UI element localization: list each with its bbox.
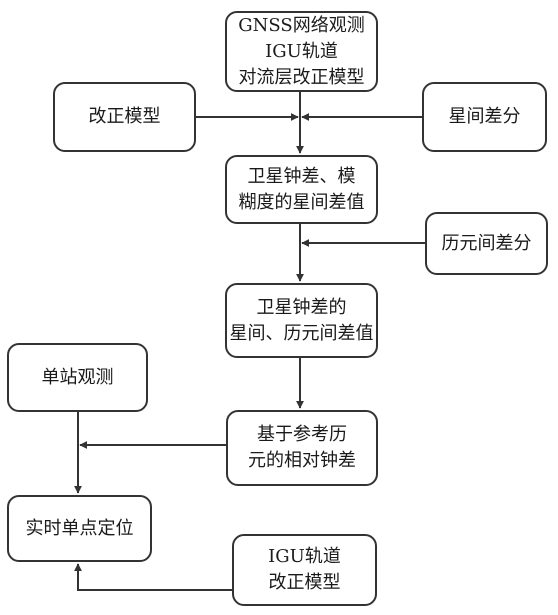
node-line: 单站观测 [41, 366, 114, 388]
node-line: 实时单点定位 [25, 517, 134, 539]
arrow-igu-to-ppp [74, 563, 232, 591]
node-line: 糊度的星间差值 [238, 191, 365, 213]
node-line: 基于参考历 [257, 424, 347, 445]
node-line: 元的相对钟差 [248, 450, 356, 471]
node-line: GNSS网络观测 [238, 14, 365, 36]
node-single-station: 单站观测 [7, 343, 148, 412]
node-line: 历元间差分 [441, 232, 532, 254]
node-line: 改正模型 [268, 572, 341, 593]
node-line: 卫星钟差的 [256, 296, 347, 318]
node-line: 卫星钟差、模 [247, 165, 356, 187]
node-epoch-difference: 历元间差分 [425, 212, 548, 275]
node-igu-correction-model: IGU轨道 改正模型 [232, 534, 377, 606]
node-realtime-ppp: 实时单点定位 [7, 495, 152, 562]
node-line: IGU轨道 [265, 40, 338, 62]
node-satellite-difference: 星间差分 [422, 82, 547, 152]
node-satellite-clock-ambiguity: 卫星钟差、模 糊度的星间差值 [225, 155, 378, 224]
node-line: 星间、历元间差值 [229, 322, 374, 344]
node-correction-model: 改正模型 [53, 82, 196, 152]
node-line: IGU轨道 [268, 546, 341, 567]
node-line: 改正模型 [88, 106, 161, 127]
node-line: 星间差分 [448, 106, 521, 127]
node-line: 对流层改正模型 [238, 66, 365, 88]
node-satellite-epoch-difference: 卫星钟差的 星间、历元间差值 [225, 283, 378, 358]
node-gnss-observation: GNSS网络观测 IGU轨道 对流层改正模型 [225, 11, 378, 92]
node-reference-epoch-clock: 基于参考历 元的相对钟差 [226, 410, 378, 486]
